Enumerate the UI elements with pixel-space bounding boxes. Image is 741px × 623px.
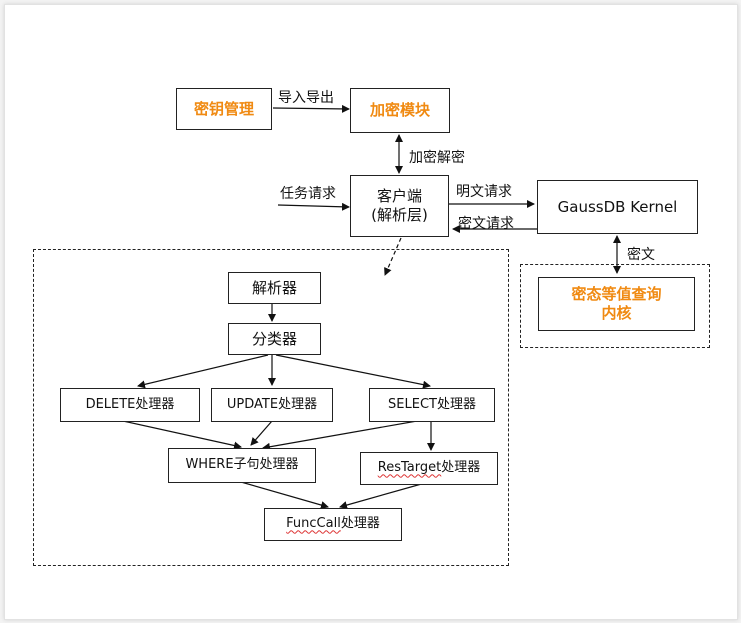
ciphertext-request-label: 密文请求 [458,216,514,232]
task-request-label: 任务请求 [280,186,336,202]
where-clause-processor-node: WHERE子句处理器 [168,448,316,483]
arrow-delete-where [122,420,242,450]
connector-lines [122,104,621,509]
arrow-restarget-funccall [339,482,426,509]
gaussdb-kernel-node: GaussDB Kernel [537,180,698,234]
diagram-canvas: 密钥管理 加密模块 客户端 (解析层) GaussDB Kernel 密态等值查… [4,4,738,620]
key-management-node: 密钥管理 [176,88,272,130]
arrow-where-funccall [240,481,329,509]
encryption-module-node: 加密模块 [350,88,450,133]
classifier-node: 分类器 [228,323,321,355]
parser-node: 解析器 [228,272,321,304]
client-parse-layer-node: 客户端 (解析层) [350,175,449,237]
arrow-update-where [250,420,273,446]
arrow-key-to-encrypt [272,104,350,113]
arrow-classifier-delete [137,354,269,389]
encrypt-decrypt-label: 加密解密 [409,150,465,166]
encrypted-equality-query-node: 密态等值查询 内核 [538,277,695,331]
arrow-select-where [262,420,418,451]
encrypted-query-container [520,264,710,348]
arrow-task-request [277,202,350,211]
arrow-classifier-select [275,354,431,389]
import-export-label: 导入导出 [278,90,334,106]
parse-layer-detail-container [33,249,509,566]
ciphertext-label: 密文 [627,247,655,263]
plaintext-request-label: 明文请求 [456,184,512,200]
